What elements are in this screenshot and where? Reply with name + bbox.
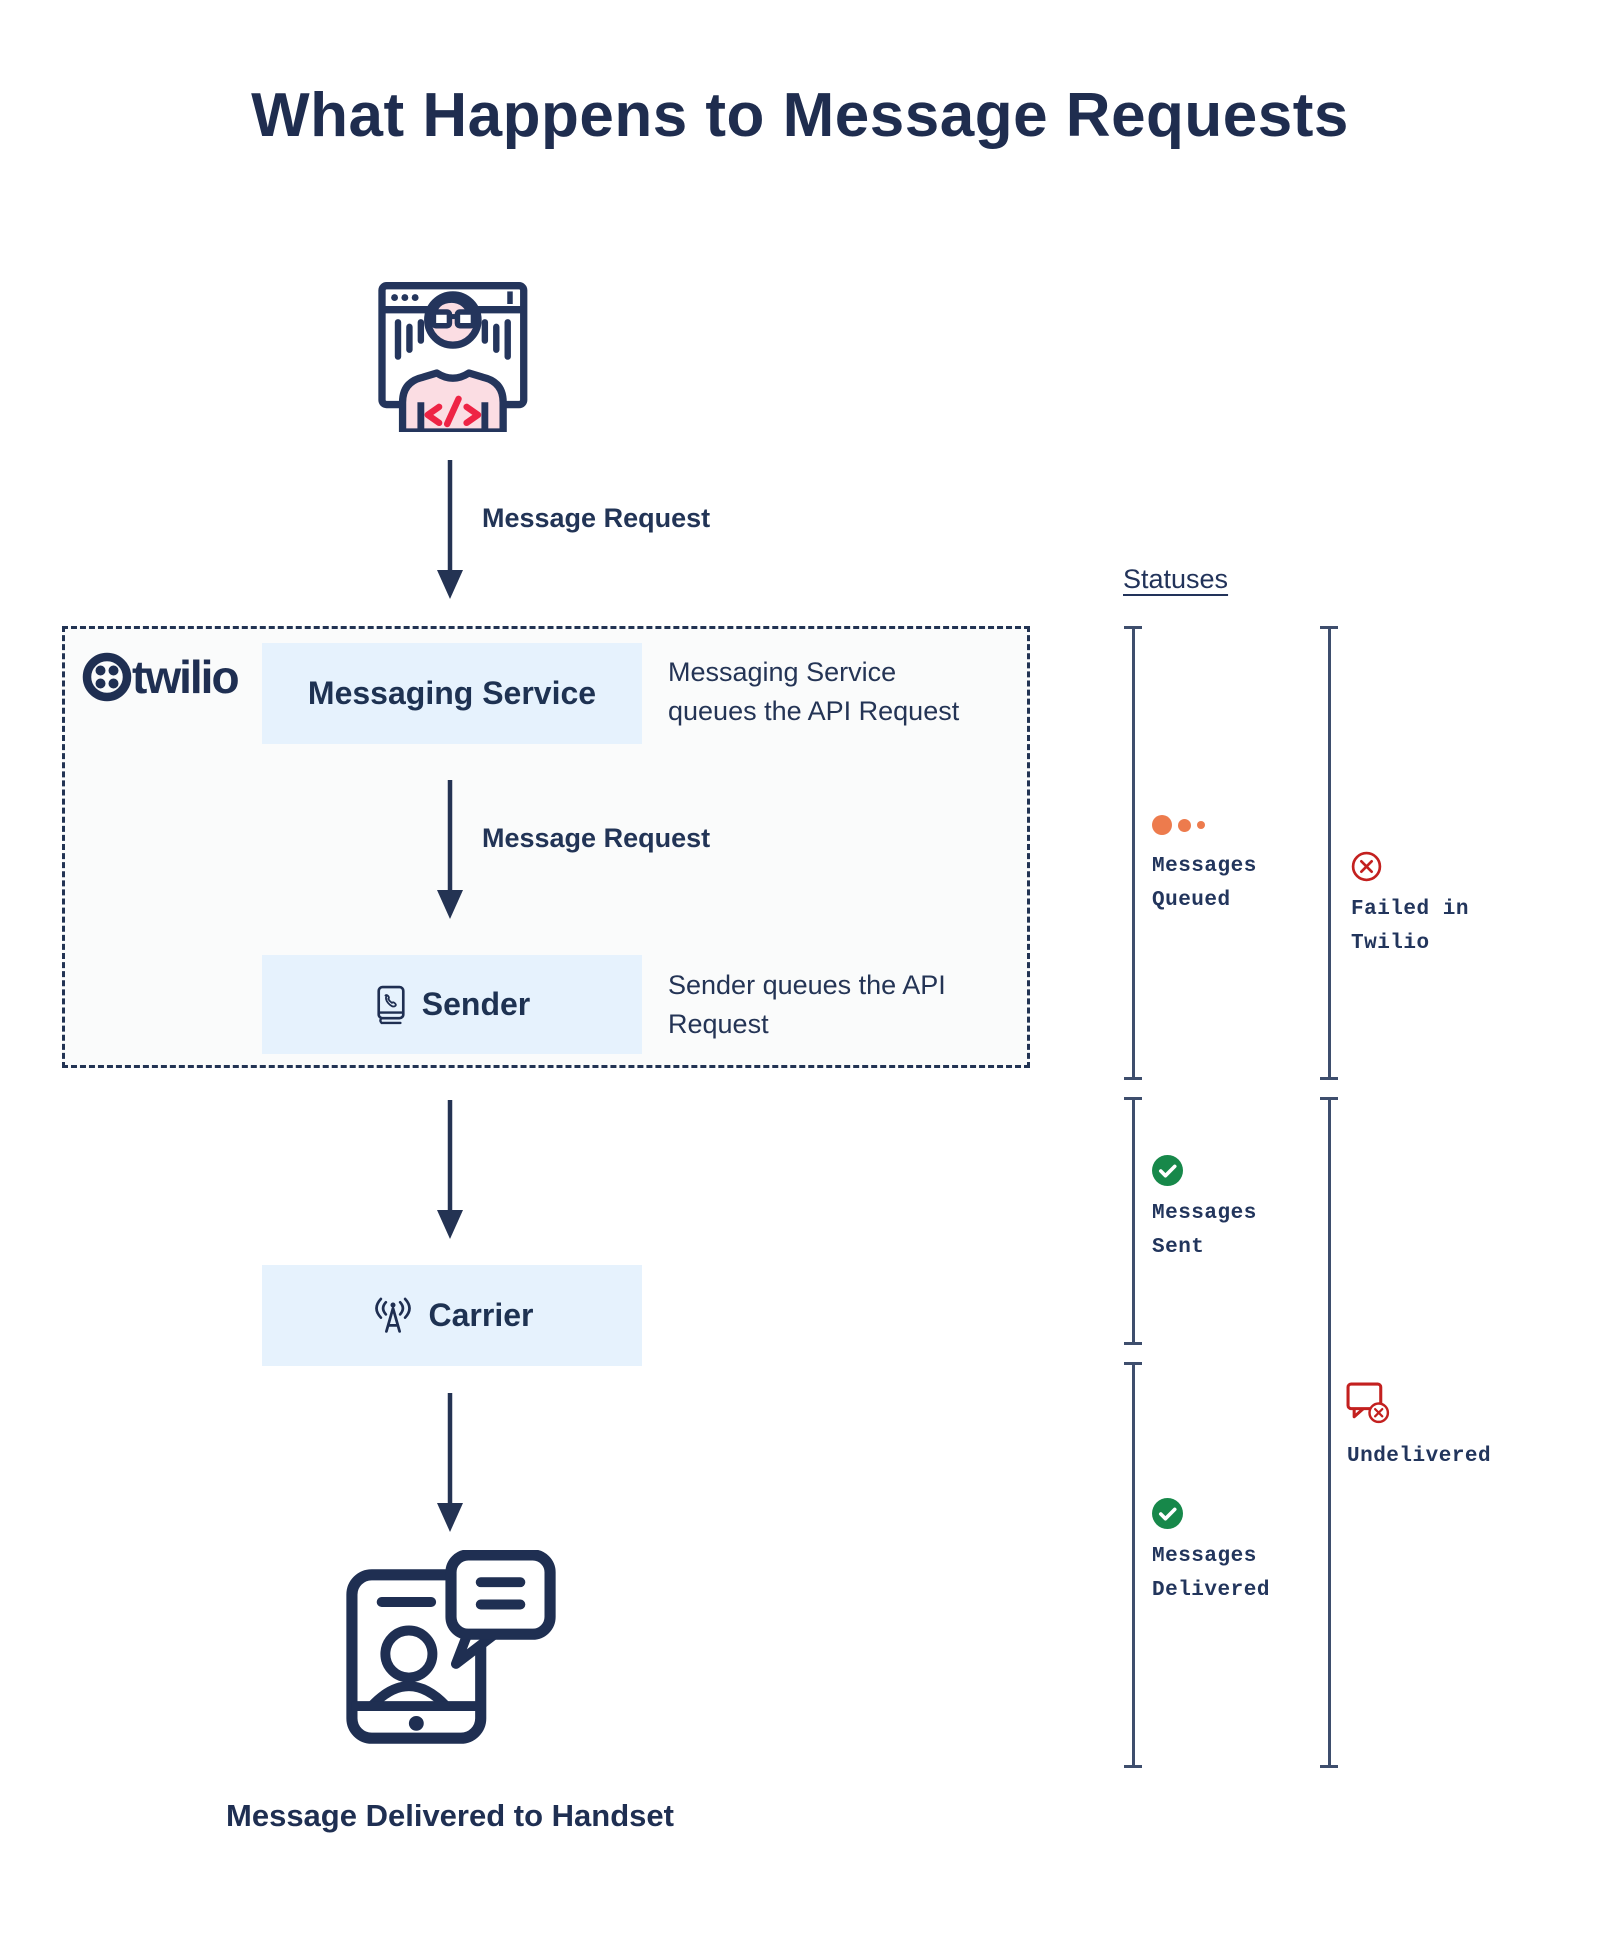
status-messages-sent: Messages Sent: [1152, 1202, 1257, 1259]
arrow-down-3: [437, 1100, 463, 1239]
statuses-heading: Statuses: [1123, 564, 1229, 594]
carrier-box: Carrier: [262, 1265, 642, 1366]
failed-circle-x-icon: [1351, 851, 1382, 882]
status-messages-queued: Messages Queued: [1152, 855, 1257, 912]
handset-message-icon: [346, 1550, 556, 1744]
arrow-down-4: [437, 1393, 463, 1532]
undelivered-bubble-icon: [1346, 1382, 1390, 1424]
developer-icon: [378, 282, 528, 432]
handset-caption: Message Delivered to Handset: [226, 1798, 674, 1833]
phonebook-icon: [377, 985, 405, 1024]
bracket-undelivered: [1320, 1097, 1338, 1768]
sender-caption: Sender queues the API Request: [668, 970, 946, 1039]
carrier-label: Carrier: [428, 1297, 534, 1333]
messaging-service-label: Messaging Service: [307, 675, 597, 711]
bracket-failed: [1320, 626, 1338, 1080]
status-undelivered: Undelivered: [1347, 1445, 1492, 1468]
status-failed-in-twilio: Failed in Twilio: [1351, 898, 1469, 955]
bracket-sent: [1124, 1097, 1142, 1345]
twilio-wordmark: twilio: [132, 651, 238, 703]
arrow-down-2: [437, 780, 463, 919]
queued-dots-icon: [1152, 814, 1205, 836]
page-title: What Happens to Message Requests: [251, 81, 1349, 150]
twilio-logo-icon: twilio: [82, 651, 240, 703]
arrow-down-1: [437, 460, 463, 599]
antenna-icon: [374, 1297, 411, 1333]
check-circle-icon: [1152, 1155, 1183, 1186]
message-request-label-1: Message Request: [482, 503, 711, 533]
status-messages-delivered: Messages Delivered: [1152, 1545, 1270, 1602]
sender-label: Sender: [421, 986, 531, 1022]
sender-box: Sender: [262, 955, 642, 1054]
check-circle-icon: [1152, 1498, 1183, 1529]
messaging-service-box: Messaging Service: [262, 643, 642, 744]
messaging-service-caption: Messaging Service queues the API Request: [668, 657, 960, 726]
bracket-delivered: [1124, 1362, 1142, 1768]
bracket-queued: [1124, 626, 1142, 1080]
message-request-label-2: Message Request: [482, 823, 711, 853]
